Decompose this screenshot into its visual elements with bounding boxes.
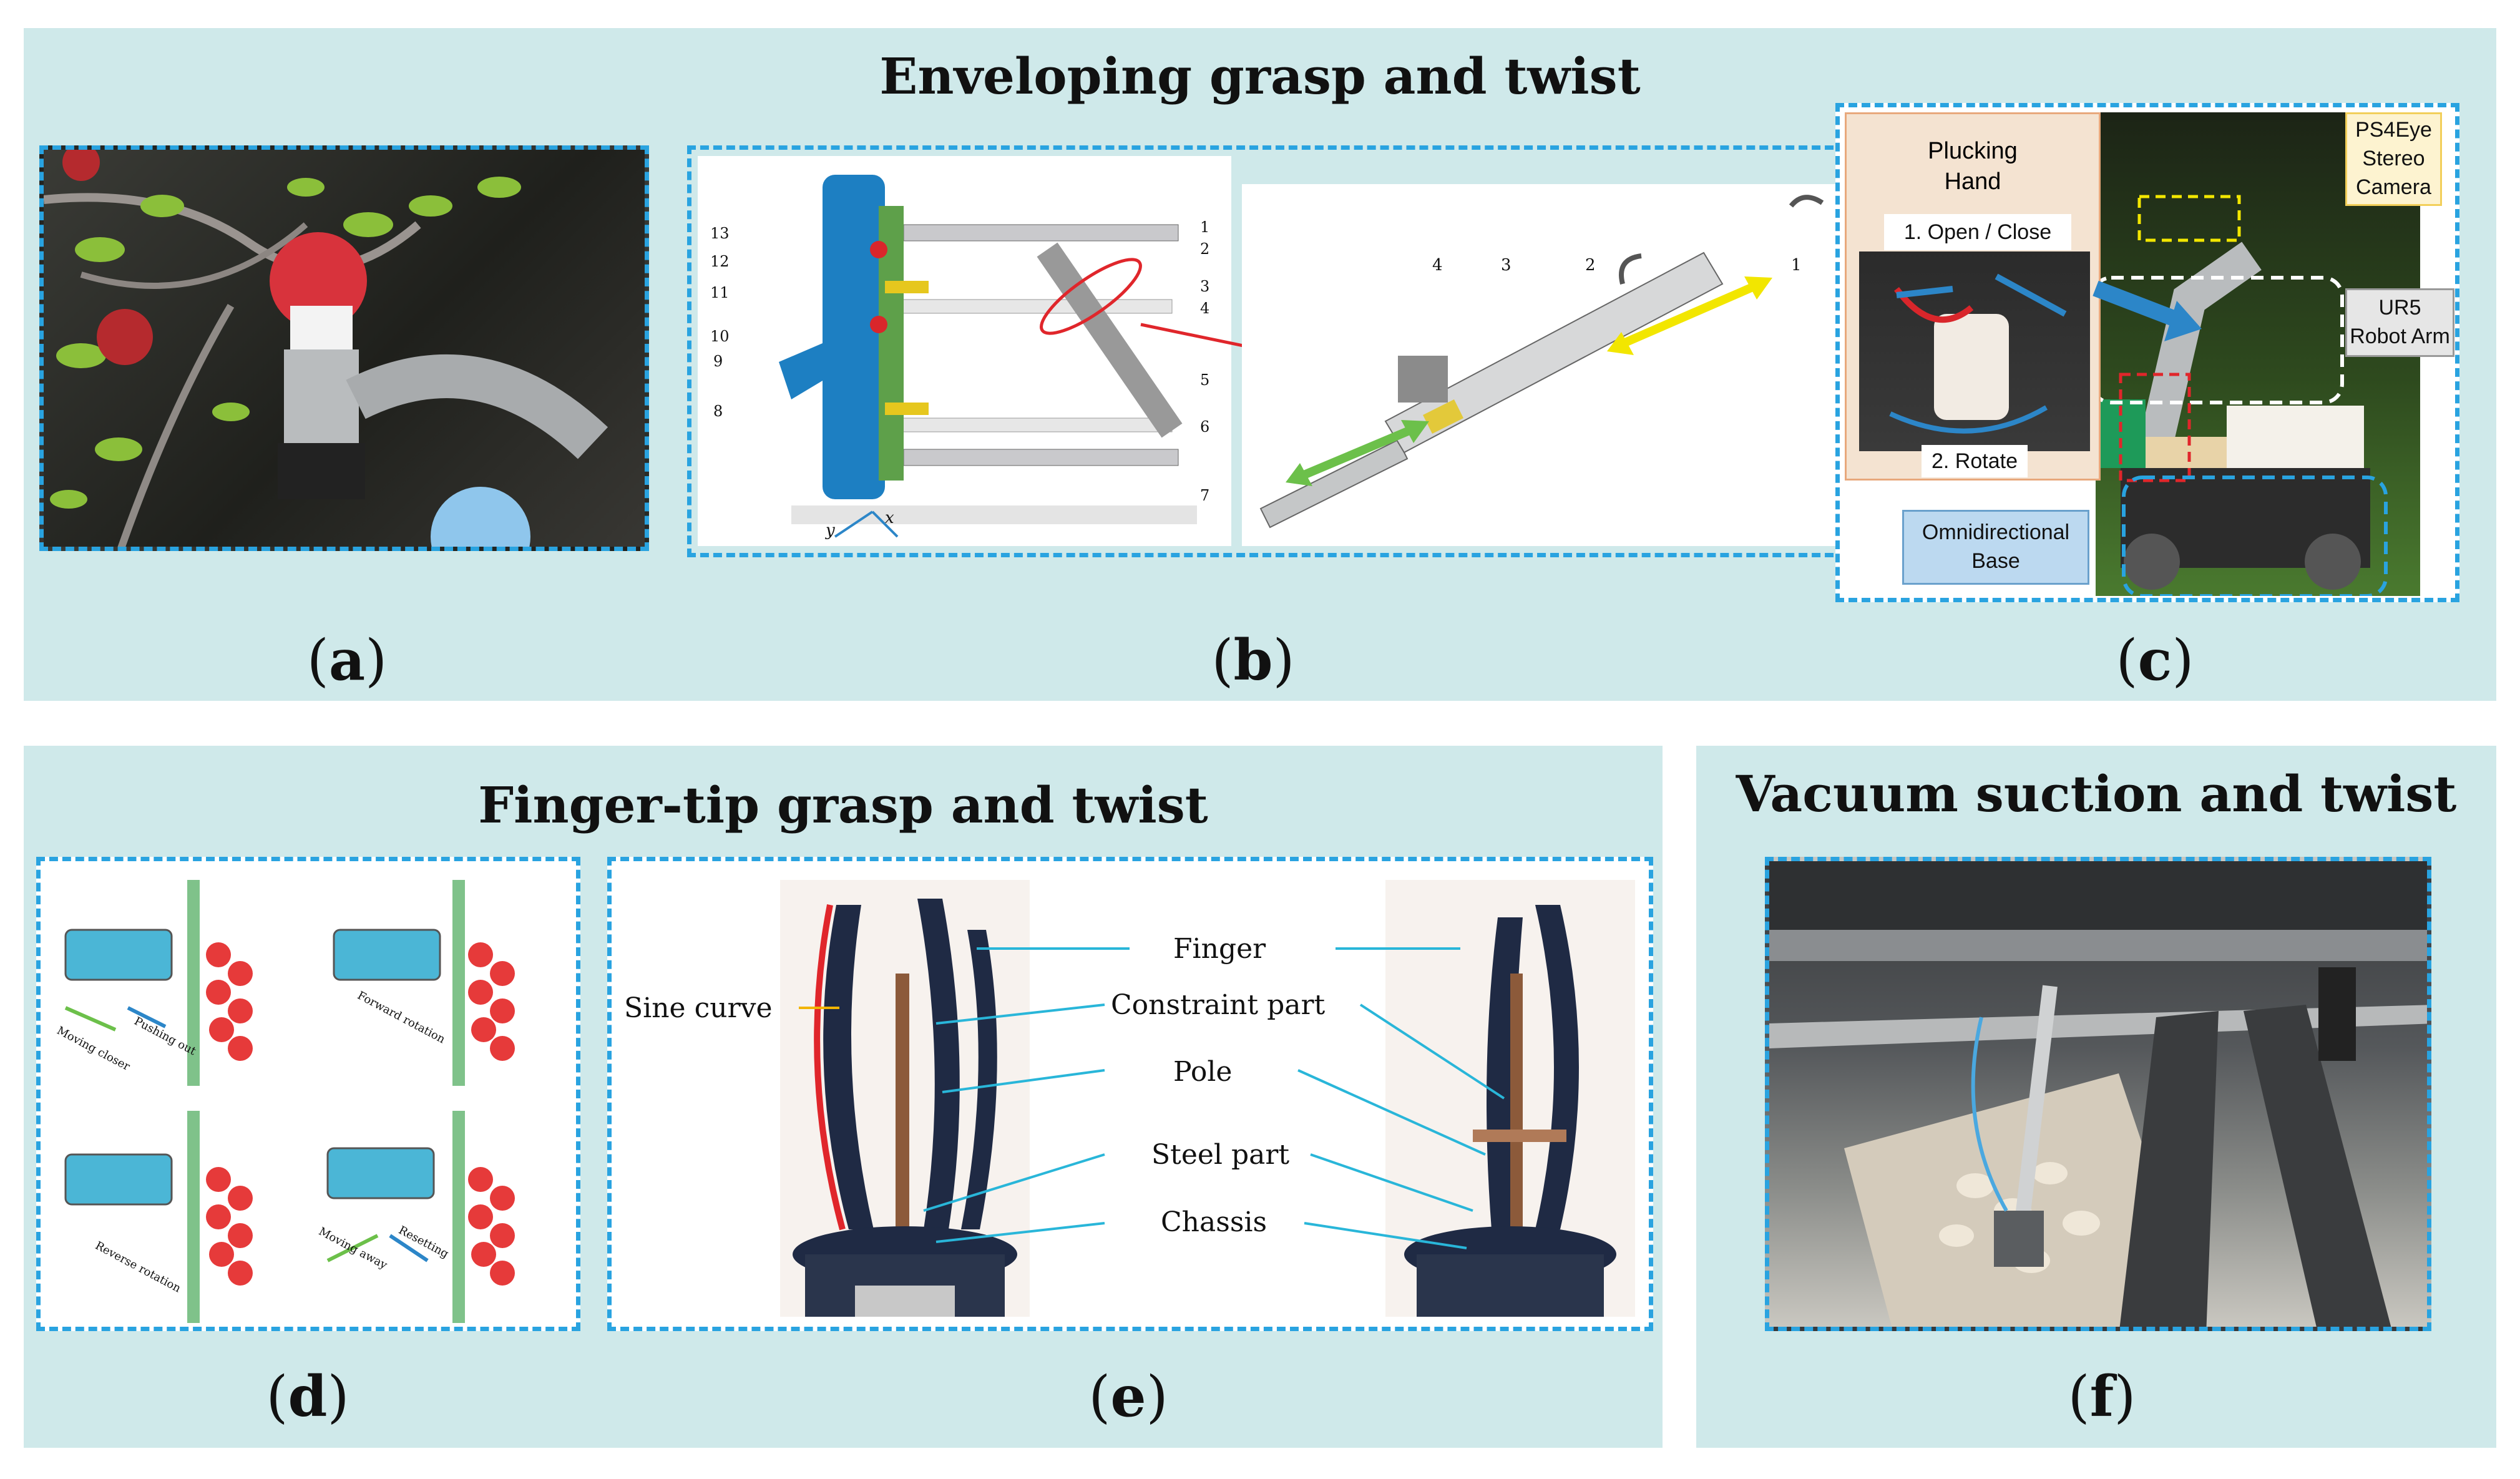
mechanism-drawing-frame: 13 12 11 10 9 8 1 2 3 4 5 6 7 y x bbox=[687, 145, 1847, 557]
part-number-12: 12 bbox=[710, 253, 730, 270]
label-open-close: 1. Open / Close bbox=[1884, 214, 2071, 250]
panel-title-vacuum: Vacuum suction and twist bbox=[1736, 764, 2457, 823]
photo-apple-gripper bbox=[39, 145, 649, 551]
label-sine-curve: Sine curve bbox=[624, 992, 773, 1024]
part-number-7: 7 bbox=[1200, 487, 1210, 504]
detail-number-3: 3 bbox=[1501, 256, 1512, 275]
detail-number-1: 1 bbox=[1791, 256, 1802, 275]
plucking-robot-frame: Plucking Hand 1. Open / Close 2. Rotate … bbox=[1835, 103, 2459, 602]
caption-b: (b) bbox=[1211, 627, 1295, 693]
tomato-sequence-frame: Moving closer Pushing out Forward rotati… bbox=[36, 857, 580, 1331]
label-ur5-arm: UR5 Robot Arm bbox=[2345, 288, 2454, 357]
detail-number-2: 2 bbox=[1585, 256, 1596, 275]
mushroom-harvester-photo bbox=[1765, 857, 2431, 1331]
callout-lines bbox=[799, 947, 1505, 1249]
label-steel-part: Steel part bbox=[1151, 1139, 1290, 1171]
tomato-sequence-illustration bbox=[64, 880, 515, 1323]
label-plucking-hand: Plucking Hand bbox=[1928, 138, 2018, 195]
part-number-1: 1 bbox=[1200, 218, 1210, 236]
enveloping-panel: Enveloping grasp and twist bbox=[24, 28, 2496, 701]
hand-pointer-arrow bbox=[2093, 280, 2202, 341]
caption-c: (c) bbox=[2116, 627, 2194, 693]
caption-e: (e) bbox=[1088, 1364, 1168, 1430]
part-number-2: 2 bbox=[1200, 240, 1210, 258]
soft-finger-photo-left bbox=[780, 880, 1030, 1317]
label-chassis: Chassis bbox=[1161, 1206, 1267, 1238]
panel-title-enveloping: Enveloping grasp and twist bbox=[879, 47, 1641, 105]
label-ps4eye-camera: PS4Eye Stereo Camera bbox=[2345, 112, 2442, 206]
axis-label-y: y bbox=[826, 521, 835, 540]
part-number-6: 6 bbox=[1200, 418, 1210, 436]
label-omnidirectional-base: Omnidirectional Base bbox=[1902, 510, 2089, 585]
label-constraint-part: Constraint part bbox=[1111, 989, 1326, 1021]
axis-label-x: x bbox=[885, 509, 894, 527]
part-number-8: 8 bbox=[713, 403, 723, 420]
caption-f: (f) bbox=[2068, 1364, 2136, 1430]
panel-title-fingertip: Finger-tip grasp and twist bbox=[478, 776, 1208, 834]
plucking-hand-photo bbox=[1859, 251, 2090, 451]
soft-finger-photo-right bbox=[1385, 880, 1635, 1317]
detail-number-4: 4 bbox=[1432, 256, 1443, 275]
apple-gripper-illustration bbox=[44, 150, 608, 547]
part-number-11: 11 bbox=[710, 284, 730, 301]
plucking-hand-inset: Plucking Hand 1. Open / Close 2. Rotate bbox=[1845, 112, 2101, 481]
caption-d: (d) bbox=[266, 1364, 349, 1430]
label-finger: Finger bbox=[1173, 933, 1266, 965]
caption-a: (a) bbox=[306, 627, 388, 693]
part-number-13: 13 bbox=[710, 225, 730, 242]
mushroom-harvester-illustration bbox=[1769, 861, 2427, 1327]
end-effector-detail: 4 3 2 1 bbox=[1242, 184, 1840, 546]
part-number-9: 9 bbox=[713, 353, 723, 370]
part-number-10: 10 bbox=[710, 328, 730, 345]
vacuum-panel: Vacuum suction and twist (f) bbox=[1696, 746, 2496, 1448]
part-number-4: 4 bbox=[1200, 300, 1210, 317]
mechanism-drawing: 13 12 11 10 9 8 1 2 3 4 5 6 7 y x bbox=[698, 156, 1231, 546]
part-number-3: 3 bbox=[1200, 278, 1210, 295]
fingertip-panel: Finger-tip grasp and twist bbox=[24, 746, 1663, 1448]
soft-finger-frame: Sine curve Finger Constraint part Pole S… bbox=[607, 857, 1653, 1331]
part-number-5: 5 bbox=[1200, 371, 1210, 389]
label-pole: Pole bbox=[1173, 1056, 1233, 1088]
label-rotate: 2. Rotate bbox=[1922, 445, 2028, 477]
